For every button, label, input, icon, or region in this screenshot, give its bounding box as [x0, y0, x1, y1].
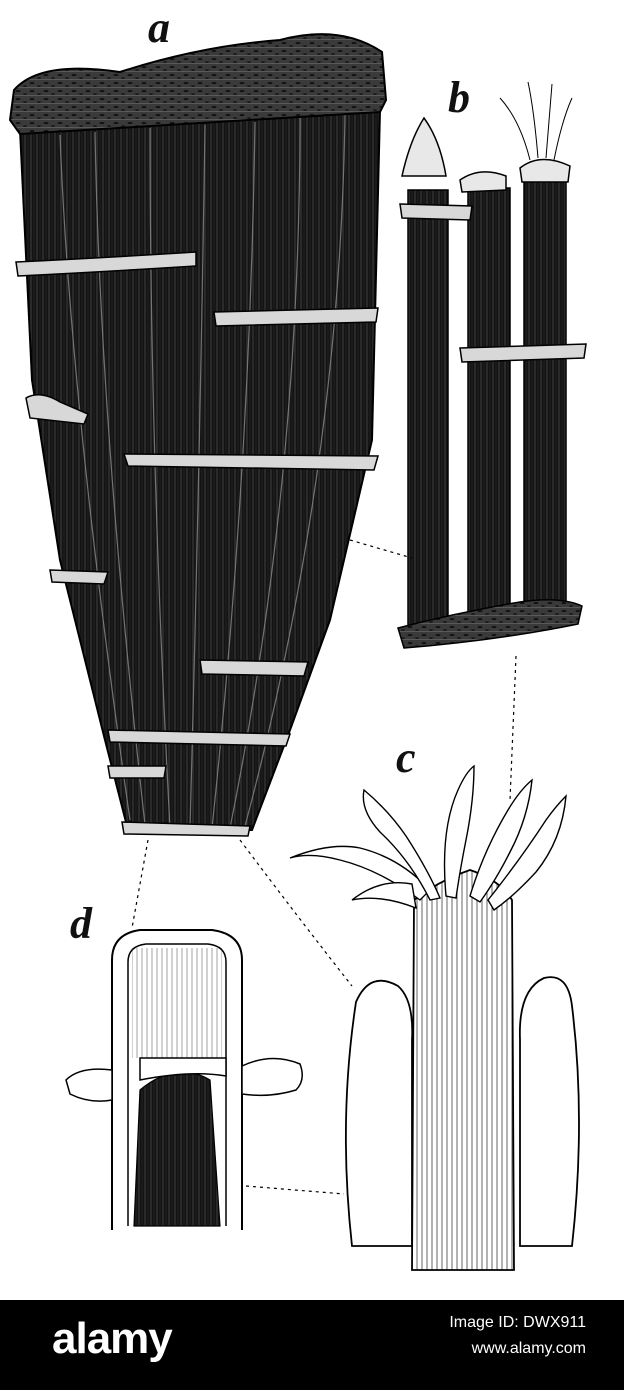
image-id-text: Image ID: DWX911 [449, 1314, 586, 1331]
figure-label-d: d [70, 899, 92, 948]
figure-b-fibre-stalks [397, 81, 587, 649]
figure-label-c: c [396, 733, 416, 782]
engraving-plate: a b c d [8, 3, 587, 1271]
brand-logo[interactable]: alamy [52, 1314, 173, 1363]
site-url-link[interactable]: www.alamy.com [471, 1340, 586, 1357]
watermark-footer: alamy Image ID: DWX911 www.alamy.com [0, 1300, 624, 1390]
figure-d-section-view [65, 929, 303, 1230]
figure-label-b: b [448, 73, 470, 122]
figure-c-floral-detail [131, 539, 580, 1271]
figure-a-fibre-bundle [8, 33, 388, 837]
figure-label-a: a [148, 3, 170, 52]
